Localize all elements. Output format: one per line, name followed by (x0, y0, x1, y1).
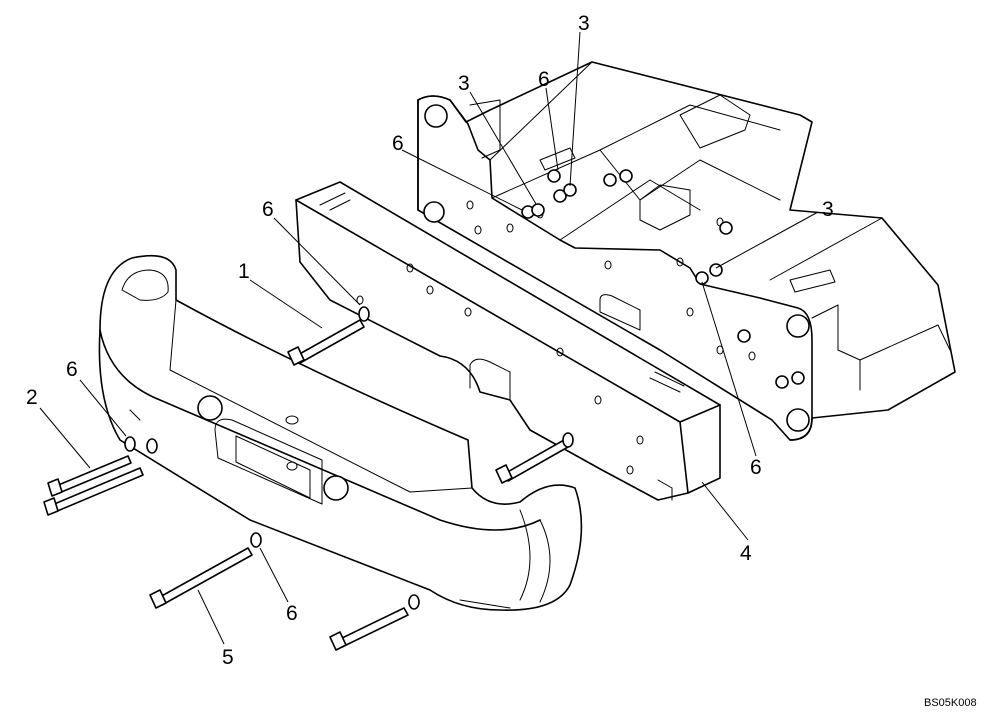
callout-6-frame-top: 6 (538, 68, 550, 91)
callout-6-frame-left: 6 (392, 132, 404, 155)
callout-3-left: 3 (458, 72, 470, 95)
callout-3-top: 3 (578, 12, 590, 35)
callout-1: 1 (238, 260, 250, 283)
bumper-weight (98, 254, 583, 611)
callout-3-right: 3 (822, 198, 834, 221)
callout-6-right: 6 (750, 456, 762, 479)
callout-6-bottom: 6 (286, 602, 298, 625)
callout-6-left: 6 (66, 358, 78, 381)
callout-4: 4 (740, 542, 752, 565)
washers (124, 306, 574, 610)
callout-labels: 1 2 3 3 3 4 5 6 6 6 6 6 6 (26, 12, 834, 669)
callout-2: 2 (26, 386, 38, 409)
callout-6-block: 6 (262, 198, 274, 221)
counterweight-block (295, 181, 721, 501)
callout-5: 5 (222, 646, 234, 669)
leader-lines (39, 31, 819, 645)
figure-reference: BS05K008 (924, 697, 977, 709)
loader-frame (417, 61, 956, 441)
bolts (43, 319, 569, 651)
